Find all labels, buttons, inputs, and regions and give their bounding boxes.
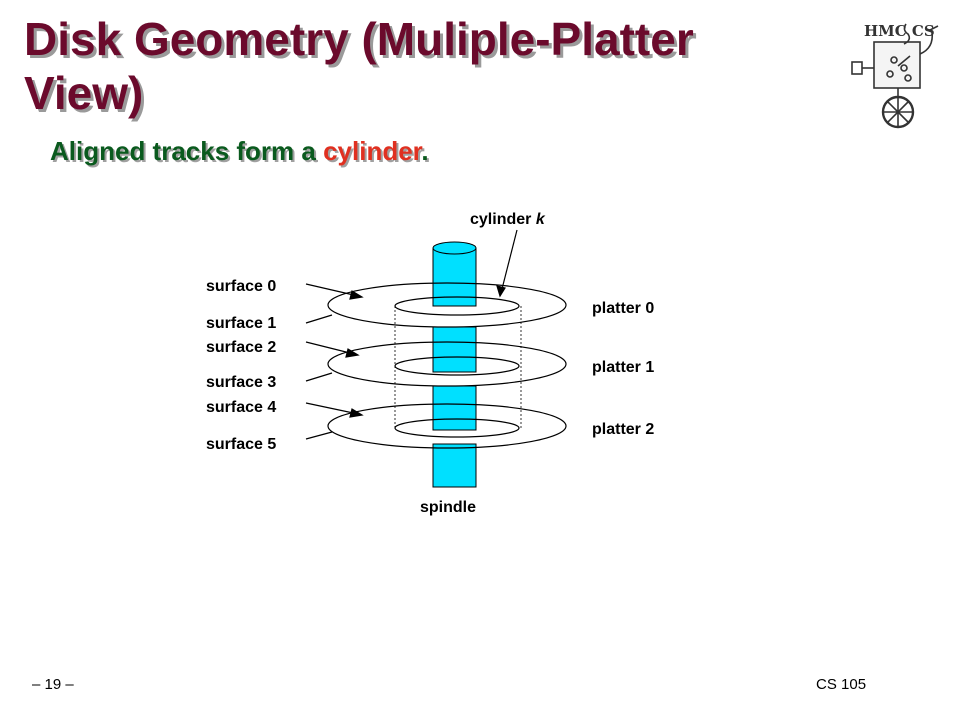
slide-subtitle: Aligned tracks form a cylinder. <box>50 136 429 167</box>
pointer-surface-2 <box>305 341 355 355</box>
surface-3-label: surface 3 <box>206 374 276 391</box>
cylinder-label-var: k <box>536 211 546 228</box>
pointer-surface-1 <box>305 314 333 324</box>
cylinder-label: cylinder k <box>470 211 546 228</box>
pointer-cylinder-k <box>501 229 518 290</box>
spindle-bottom-segment <box>432 443 477 488</box>
pointer-surface-0 <box>305 283 359 297</box>
course-label: CS 105 <box>816 676 867 693</box>
platter-0-label: platter 0 <box>592 300 654 317</box>
spindle-middle-segment-2 <box>432 385 477 431</box>
slide-title: Disk Geometry (Muliple-Platter View) <box>24 13 694 119</box>
subtitle-suffix: . <box>421 136 429 166</box>
surface-5-label: surface 5 <box>206 436 276 453</box>
platter-1-track <box>394 356 520 376</box>
platter-0-track <box>394 296 520 316</box>
spindle-top-cap <box>432 241 477 255</box>
arrowhead-surface-4 <box>349 408 364 418</box>
surface-0-label: surface 0 <box>206 278 276 295</box>
subtitle-highlight: cylinder <box>323 136 422 166</box>
logo-text: HMC CS <box>864 22 935 40</box>
spindle-label: spindle <box>420 499 476 516</box>
arrowhead-surface-0 <box>349 290 364 300</box>
platter-2-track <box>394 418 520 438</box>
platter-2-disk <box>327 403 567 449</box>
cylinder-label-word: cylinder <box>470 211 531 228</box>
platter-1-label: platter 1 <box>592 359 654 376</box>
spindle-middle-segment-1 <box>432 326 477 373</box>
platter-1-disk <box>327 341 567 387</box>
platter-2-label: platter 2 <box>592 421 654 438</box>
surface-2-label: surface 2 <box>206 339 276 356</box>
pointer-surface-4 <box>305 402 359 415</box>
subtitle-prefix: Aligned tracks form a <box>50 136 324 166</box>
arrowhead-surface-2 <box>345 348 360 358</box>
hmc-cs-robot-logo: HMC CS <box>851 22 939 129</box>
arrowhead-cylinder-k <box>496 285 506 298</box>
surface-4-label: surface 4 <box>206 399 276 416</box>
surface-1-label: surface 1 <box>206 315 276 332</box>
page-number: – 19 – <box>32 676 74 693</box>
pointer-surface-5 <box>305 431 333 440</box>
spindle <box>432 241 477 488</box>
pointer-surface-3 <box>305 372 333 382</box>
platter-0-disk <box>327 282 567 328</box>
